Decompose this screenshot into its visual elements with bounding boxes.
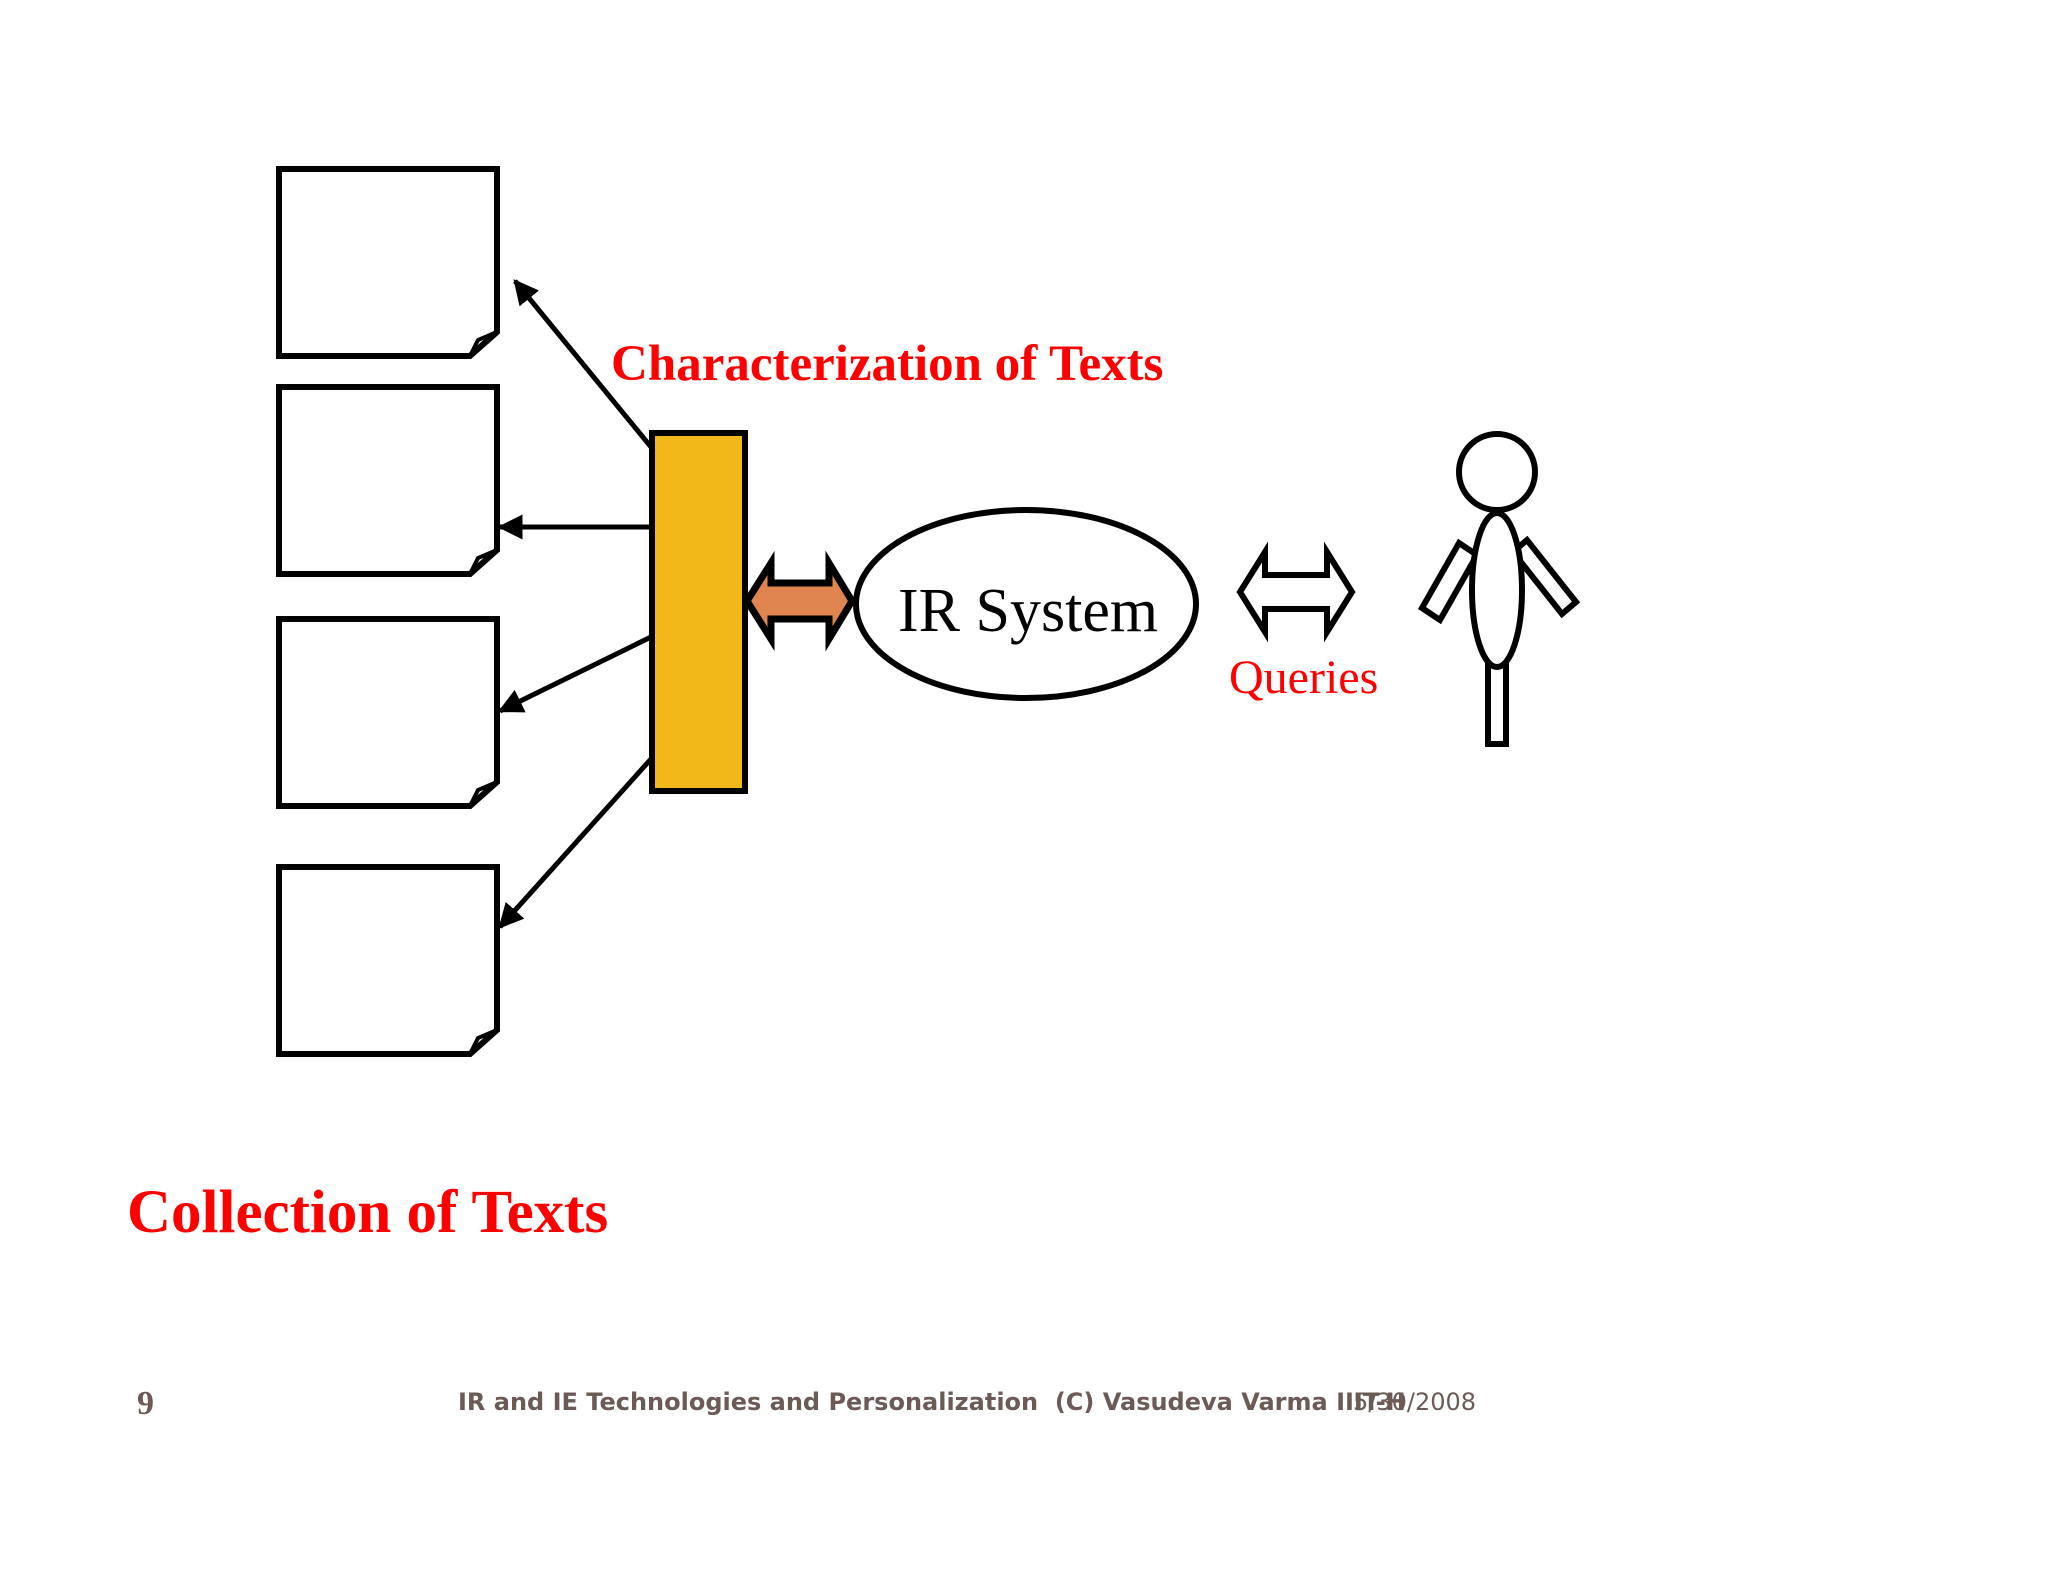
user-head [1456,431,1538,513]
user-left-arm [1418,538,1481,625]
footer-date: 5/30/2008 [1353,1388,1477,1416]
user-right-arm [1508,535,1581,619]
queries-double-arrow [1236,541,1356,643]
characterization-bar [649,430,748,794]
document-3 [276,616,500,809]
index-to-document-arrows [497,279,653,929]
arrow-to-document-3 [497,634,653,714]
ir-system-label: IR System [898,577,1159,645]
user-body [1469,510,1525,670]
characterization-title: Characterization of Texts [611,336,1164,392]
document-1 [276,166,500,359]
document-2 [276,384,500,577]
ir-system-ellipse [853,507,1199,701]
user-leg [1485,659,1509,747]
slide-number: 9 [137,1385,154,1422]
user-figure [1418,431,1581,747]
bar-system-double-arrow [742,550,857,652]
footer-text: IR and IE Technologies and Personalizati… [458,1388,1406,1416]
queries-label: Queries [1229,651,1379,704]
document-4 [276,864,500,1057]
arrow-to-document-1 [513,279,653,449]
arrow-to-document-4 [498,757,653,929]
collection-title: Collection of Texts [127,1179,609,1246]
